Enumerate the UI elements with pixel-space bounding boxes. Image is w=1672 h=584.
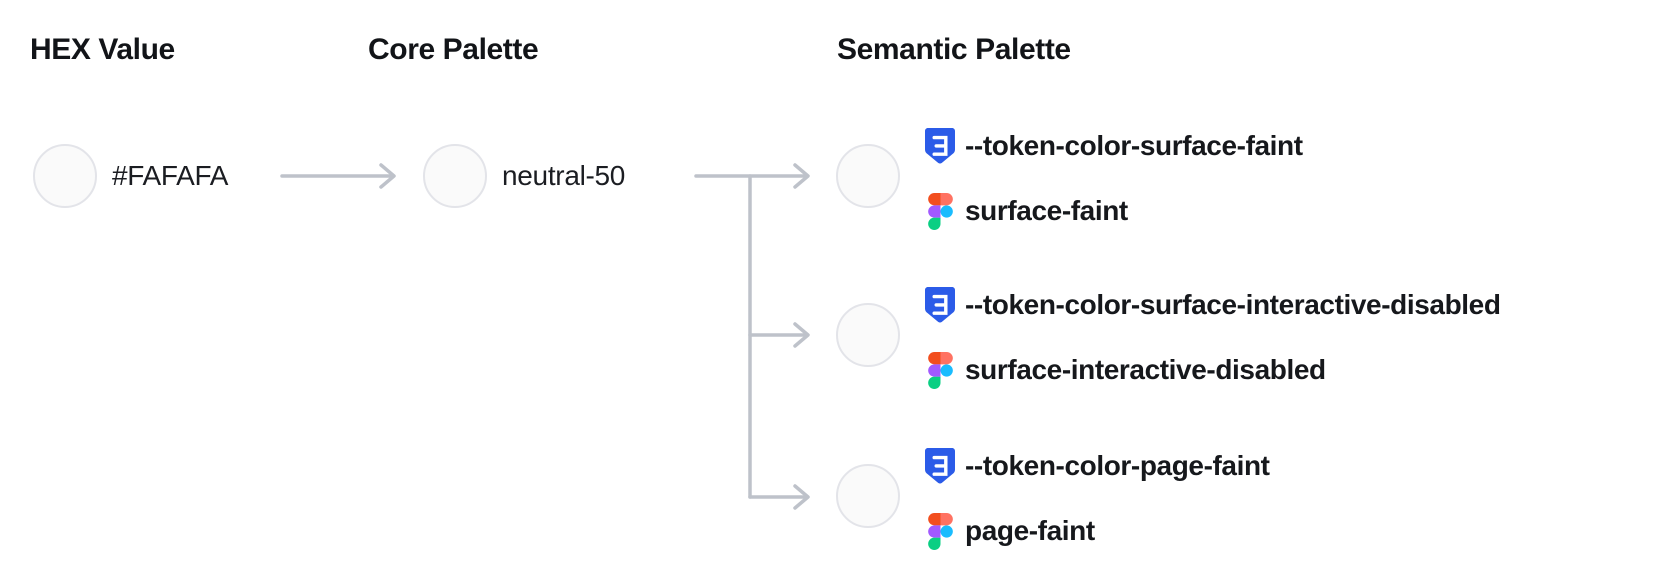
semantic-color-swatch [836, 464, 900, 528]
hex-color-swatch [33, 144, 97, 208]
css-variable-name: --token-color-surface-faint [965, 130, 1303, 161]
css3-shield-icon [925, 286, 955, 324]
css3-shield-icon [925, 447, 955, 485]
column-header-hex-value: HEX Value [30, 33, 175, 66]
figma-logo-icon [925, 512, 955, 550]
css-token-line: --token-color-page-faint [925, 447, 1270, 485]
core-color-swatch [423, 144, 487, 208]
figma-style-line: page-faint [925, 512, 1095, 550]
column-header-semantic-palette: Semantic Palette [837, 33, 1071, 66]
figma-style-line: surface-interactive-disabled [925, 351, 1326, 389]
semantic-color-swatch [836, 303, 900, 367]
semantic-color-swatch [836, 144, 900, 208]
css-variable-name: --token-color-surface-interactive-disabl… [965, 289, 1501, 320]
figma-style-line: surface-faint [925, 192, 1128, 230]
css-token-line: --token-color-surface-faint [925, 127, 1303, 165]
core-palette-label: neutral-50 [502, 160, 626, 191]
figma-style-name: surface-faint [965, 195, 1128, 226]
css3-shield-icon [925, 127, 955, 165]
figma-logo-icon [925, 351, 955, 389]
css-variable-name: --token-color-page-faint [965, 450, 1270, 481]
css-token-line: --token-color-surface-interactive-disabl… [925, 286, 1501, 324]
figma-style-name: surface-interactive-disabled [965, 354, 1326, 385]
figma-logo-icon [925, 192, 955, 230]
column-header-core-palette: Core Palette [368, 33, 539, 66]
figma-style-name: page-faint [965, 515, 1095, 546]
hex-value-label: #FAFAFA [112, 160, 229, 191]
